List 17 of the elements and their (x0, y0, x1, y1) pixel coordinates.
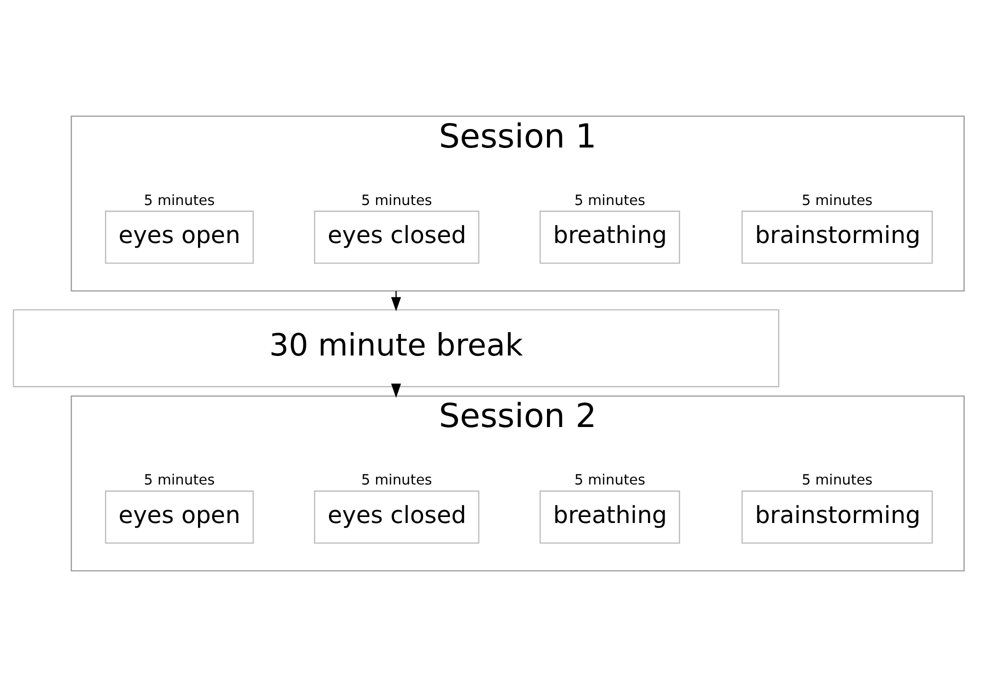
node-box: eyes closed (314, 490, 480, 544)
node-box: eyes open (104, 210, 254, 264)
node-label: 5 minutes (574, 192, 646, 208)
node-box: breathing (540, 490, 680, 544)
node-label: 5 minutes (802, 192, 873, 208)
node-box: brainstorming (742, 490, 933, 544)
node-box: brainstorming (742, 210, 933, 264)
node-label: 5 minutes (802, 472, 873, 488)
node-label: 5 minutes (144, 192, 215, 208)
node-box: eyes open (104, 490, 254, 544)
node-box: breathing (540, 210, 680, 264)
node-label: 5 minutes (361, 472, 432, 488)
node-label: 5 minutes (144, 472, 215, 488)
node-box: eyes closed (314, 210, 480, 264)
node-label: 5 minutes (574, 472, 646, 488)
arrow (391, 383, 402, 398)
node-label: 5 minutes (361, 192, 432, 208)
